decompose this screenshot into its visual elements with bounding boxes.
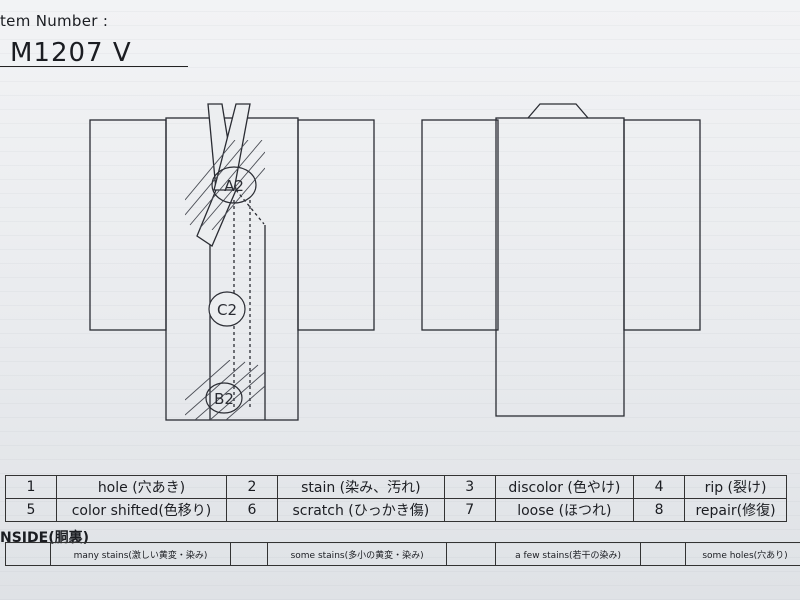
defect-label: stain (染み、汚れ) bbox=[276, 475, 445, 499]
checkbox-cell[interactable] bbox=[230, 542, 269, 566]
checkbox-cell[interactable] bbox=[5, 542, 51, 566]
back-view bbox=[421, 103, 701, 417]
front-left-sleeve bbox=[89, 119, 167, 331]
checkbox-cell[interactable] bbox=[640, 542, 687, 566]
defect-label: repair(修復) bbox=[684, 498, 787, 522]
defect-mark-c2-label: C2 bbox=[217, 301, 237, 319]
kimono-diagram: A2 C2 B2 bbox=[89, 103, 701, 421]
back-right-sleeve bbox=[623, 119, 701, 331]
back-left-sleeve bbox=[421, 119, 499, 331]
stain-hatching-lower bbox=[185, 360, 265, 420]
defect-label: color shifted(色移り) bbox=[56, 498, 227, 522]
defect-num: 3 bbox=[443, 475, 496, 499]
inside-option: a few stains(若干の染み) bbox=[495, 542, 642, 566]
defect-label: rip (裂け) bbox=[684, 475, 787, 499]
defect-mark-c2: C2 bbox=[208, 291, 246, 327]
checkbox-cell[interactable] bbox=[446, 542, 497, 566]
defect-num: 1 bbox=[5, 475, 57, 499]
inside-option: some stains(多小の黄変・染み) bbox=[267, 542, 448, 566]
inside-lining-table: many stains(激しい黄変・染み) some stains(多小の黄変・… bbox=[5, 542, 800, 566]
defect-label: discolor (色やけ) bbox=[494, 475, 635, 499]
defect-label: scratch (ひっかき傷) bbox=[276, 498, 445, 522]
defect-num: 5 bbox=[5, 498, 57, 522]
stain-hatching-upper bbox=[185, 140, 265, 230]
defect-row-2: 5 color shifted(色移り) 6 scratch (ひっかき傷) 7… bbox=[5, 498, 787, 522]
item-number-value: M1207 V bbox=[10, 38, 132, 68]
defect-row-1: 1 hole (穴あき) 2 stain (染み、汚れ) 3 discolor … bbox=[5, 475, 787, 499]
front-view bbox=[89, 103, 375, 421]
defect-mark-b2-label: B2 bbox=[214, 390, 234, 408]
back-collar bbox=[527, 103, 589, 119]
defect-num: 8 bbox=[633, 498, 686, 522]
defect-code-table: 1 hole (穴あき) 2 stain (染み、汚れ) 3 discolor … bbox=[5, 475, 787, 522]
defect-num: 6 bbox=[225, 498, 278, 522]
defect-label: loose (ほつれ) bbox=[494, 498, 635, 522]
back-body bbox=[495, 117, 625, 417]
front-collar-right bbox=[213, 103, 251, 191]
defect-num: 2 bbox=[225, 475, 278, 499]
defect-num: 4 bbox=[633, 475, 686, 499]
item-number-underline bbox=[0, 66, 188, 67]
inside-option: some holes(穴あり) bbox=[685, 542, 800, 566]
defect-mark-a2-label: A2 bbox=[224, 177, 244, 195]
defect-num: 7 bbox=[443, 498, 496, 522]
front-collar-overlap-dash bbox=[235, 189, 265, 225]
defect-mark-b2: B2 bbox=[205, 382, 243, 414]
defect-label: hole (穴あき) bbox=[56, 475, 227, 499]
inside-option: many stains(激しい黄変・染み) bbox=[49, 542, 232, 566]
item-number-label: tem Number : bbox=[0, 12, 109, 30]
front-right-sleeve bbox=[297, 119, 375, 331]
defect-mark-a2: A2 bbox=[211, 166, 257, 204]
inside-lining-row: many stains(激しい黄変・染み) some stains(多小の黄変・… bbox=[5, 542, 800, 566]
